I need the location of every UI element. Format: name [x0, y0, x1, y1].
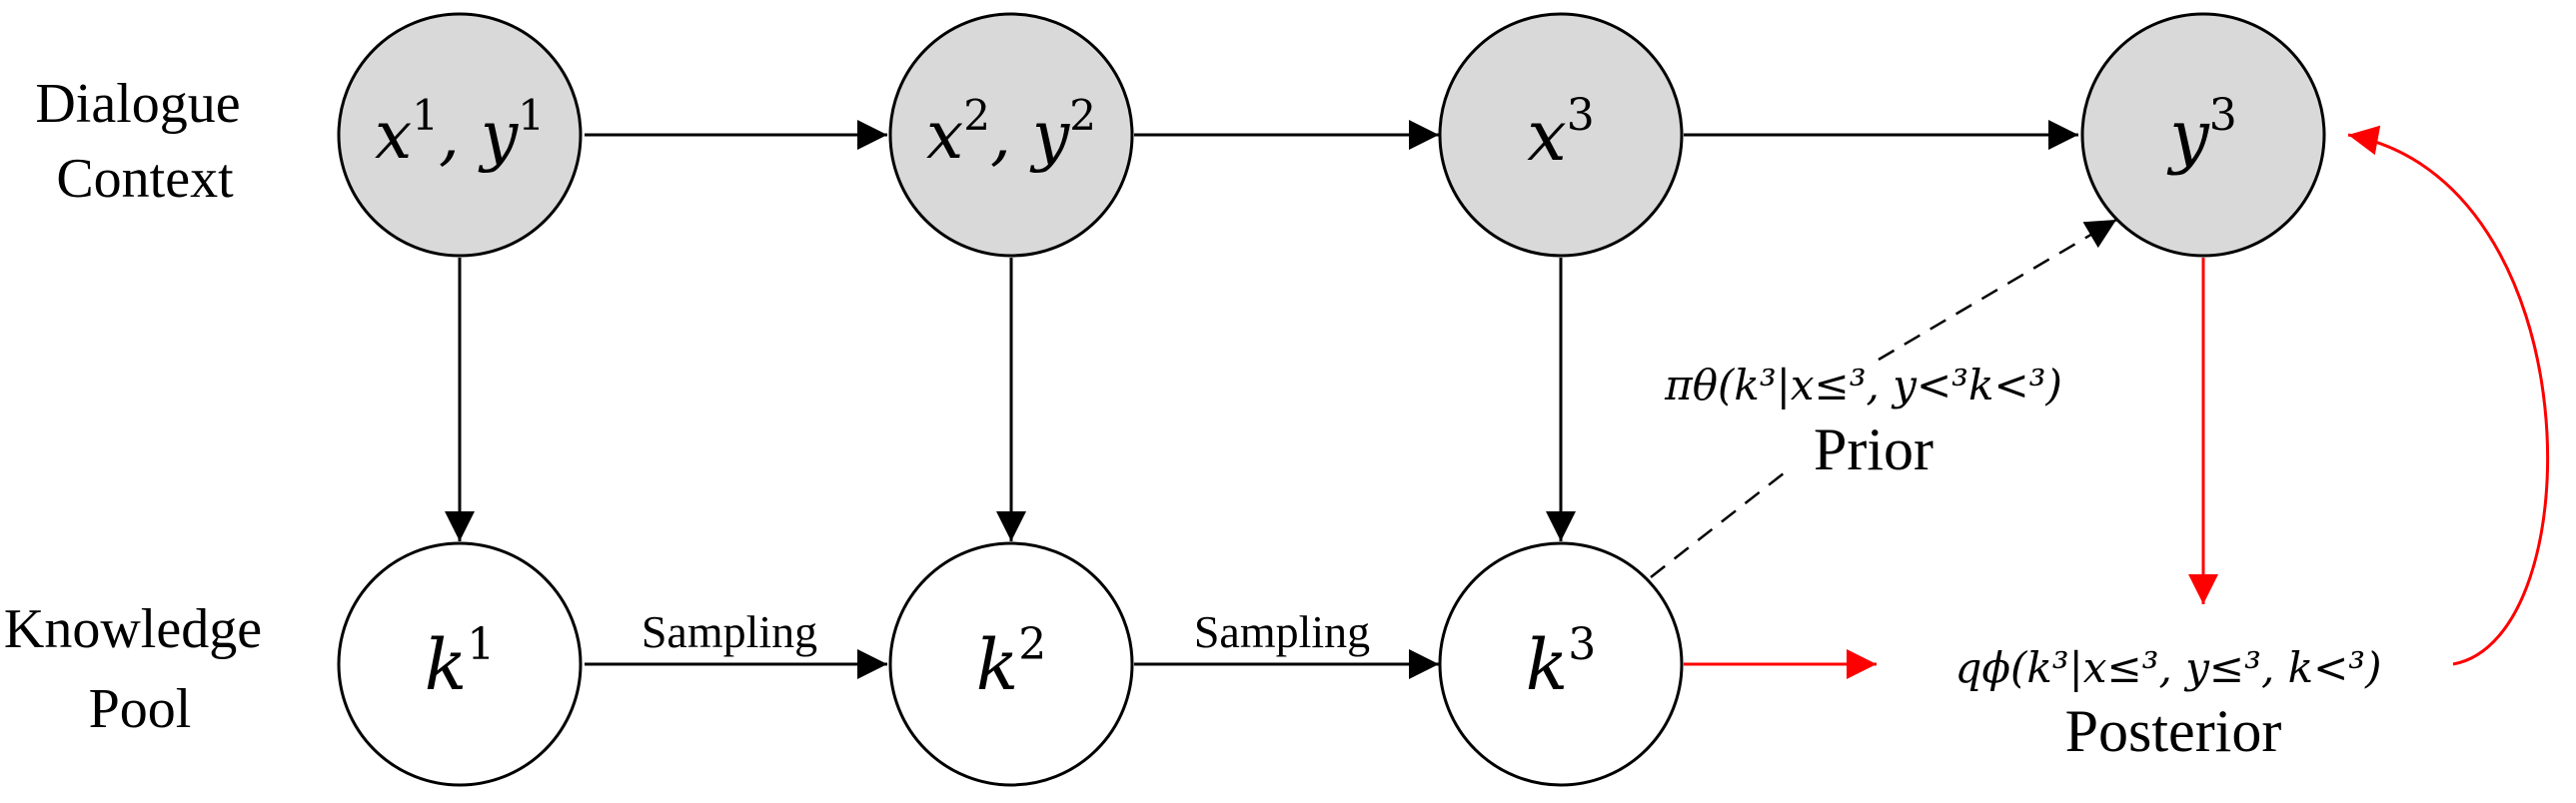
node-x2-y2: x2, y2 [888, 12, 1134, 258]
sampling-label-1: Sampling [642, 606, 817, 657]
node-k1-label: k1 [425, 619, 495, 706]
node-x3-label: x3 [1527, 90, 1594, 177]
node-x3: x3 [1438, 12, 1684, 258]
node-y3-label: y3 [2166, 90, 2237, 177]
node-x1-y1-label: x1, y1 [375, 91, 545, 174]
posterior-formula: qϕ(k³|x≤³, y≤³, k<³) [1954, 643, 2381, 692]
prior-formula: πθ(k³|x≤³, y<³k<³) [1664, 361, 2062, 409]
node-x1-y1: x1, y1 [337, 12, 583, 258]
node-k1: k1 [337, 541, 583, 787]
node-k2: k2 [888, 541, 1134, 787]
node-k2-label: k2 [976, 619, 1046, 706]
prior-dashed-edge-upper [1878, 218, 2117, 362]
node-k3: k3 [1438, 541, 1684, 787]
row-label-knowledge-pool: Knowledge Pool [4, 598, 276, 740]
row-label-dialogue-context: Dialogue Context [35, 73, 254, 210]
sampling-label-2: Sampling [1194, 606, 1370, 657]
node-x2-y2-label: x2, y2 [926, 91, 1096, 174]
node-y3: y3 [2080, 12, 2326, 258]
edge-posterior-to-y3 [2347, 125, 2550, 666]
node-k3-label: k3 [1526, 619, 1596, 706]
prior-label: Prior [1814, 416, 1933, 482]
posterior-label: Posterior [2065, 698, 2282, 764]
prior-dashed-edge-lower [1650, 468, 1790, 578]
